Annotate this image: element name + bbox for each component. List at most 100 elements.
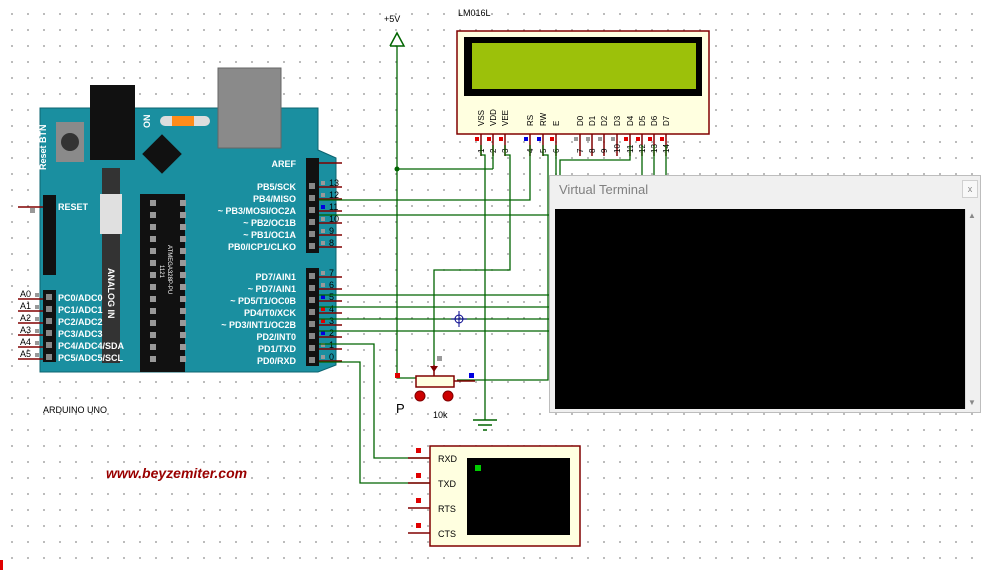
- analog-pin-number: A0: [20, 289, 31, 299]
- pot-dec-button[interactable]: [414, 390, 426, 402]
- analog-pin-socket: [46, 306, 52, 312]
- power-5v: +5V: [384, 14, 406, 47]
- red-marker: [0, 560, 3, 570]
- lcd-lm016l[interactable]: LM016L VSS1VDD2VEE3RS4RW5E6D07D18D29D310…: [456, 8, 710, 156]
- analog-pin-label: PC3/ADC3: [58, 329, 103, 339]
- chip-pin: [180, 260, 186, 266]
- chip-pin: [180, 248, 186, 254]
- lcd-pin-label: D2: [600, 115, 609, 126]
- reset-label: RESET: [58, 202, 89, 212]
- ground-symbol: [473, 419, 497, 431]
- digital-pin-number: 4: [329, 304, 334, 314]
- chip-pin: [150, 272, 156, 278]
- terminal-pin-marker: [416, 473, 421, 478]
- wire-junctions: [394, 166, 400, 172]
- digital-pin-socket: [309, 273, 315, 279]
- chip-pin: [150, 200, 156, 206]
- virtual-terminal-screen[interactable]: [555, 209, 967, 409]
- on-led-glow: [172, 116, 194, 126]
- chip-pin: [180, 320, 186, 326]
- terminal-pin-marker: [416, 448, 421, 453]
- analog-pin-socket: [46, 330, 52, 336]
- close-icon[interactable]: x: [962, 180, 978, 198]
- digital-pin-label: ~ PD3/INT1/OC2B: [221, 320, 296, 330]
- digital-pin-label: PD7/AIN1: [255, 272, 296, 282]
- pot-inc-button[interactable]: [442, 390, 454, 402]
- digital-pin-number: 1: [329, 340, 334, 350]
- digital-pin-marker: [321, 229, 325, 233]
- lcd-screen: [472, 43, 696, 89]
- lcd-pin-marker: [550, 137, 554, 141]
- terminal-cursor: [475, 465, 481, 471]
- lcd-pin-marker: [487, 137, 491, 141]
- analog-pin-label: PC0/ADC0: [58, 293, 103, 303]
- digital-pin-socket: [309, 231, 315, 237]
- digital-pin-marker: [321, 295, 325, 299]
- analog-pin-socket: [46, 318, 52, 324]
- digital-header-high: [306, 158, 319, 253]
- digital-header-low: [306, 268, 319, 366]
- analog-pin-number: A4: [20, 337, 31, 347]
- chip-pin: [180, 296, 186, 302]
- chip-pin: [150, 356, 156, 362]
- digital-pin-number: 13: [329, 178, 339, 188]
- scroll-down-icon[interactable]: ▼: [968, 398, 976, 407]
- digital-pin-label: ~ PD7/AIN1: [248, 284, 296, 294]
- lcd-pin-label: D0: [576, 115, 585, 126]
- chip-pin: [150, 296, 156, 302]
- lcd-pin-marker: [611, 137, 615, 141]
- digital-pin-label: ~ PB1/OC1A: [243, 230, 296, 240]
- analog-pin-socket: [46, 342, 52, 348]
- chip-pin: [150, 332, 156, 338]
- lcd-pin-label: VEE: [501, 110, 510, 126]
- chip-pin: [150, 236, 156, 242]
- reset-pin-marker: [30, 208, 35, 213]
- lcd-pin-label: D4: [626, 115, 635, 126]
- digital-pin-label: PB5/SCK: [257, 182, 297, 192]
- analog-pin-marker: [35, 293, 39, 297]
- terminal-pin-label: TXD: [438, 479, 457, 489]
- arduino-uno[interactable]: Reset BTN ON ANALOG IN 1121 ATMEGA328P-P…: [18, 67, 342, 415]
- digital-pin-socket: [309, 285, 315, 291]
- chip-pin: [180, 284, 186, 290]
- digital-pin-number: 11: [329, 202, 338, 212]
- atmega-chip: [140, 194, 185, 372]
- lcd-pin-marker: [537, 137, 541, 141]
- chip-pin: [150, 260, 156, 266]
- analog-pin-number: A1: [20, 301, 31, 311]
- analog-in-label: ANALOG IN: [106, 268, 116, 319]
- usb-connector: [217, 67, 282, 149]
- digital-pin-number: 12: [329, 190, 339, 200]
- analog-pin-number: A5: [20, 349, 31, 359]
- terminal-pin-label: RXD: [438, 454, 458, 464]
- analog-pin-marker: [35, 305, 39, 309]
- digital-pin-marker: [321, 307, 325, 311]
- terminal-pin-marker: [416, 498, 421, 503]
- potentiometer[interactable]: P 10k: [395, 356, 474, 420]
- analog-pin-marker: [35, 353, 39, 357]
- digital-pin-socket: [309, 309, 315, 315]
- terminal-screen: [467, 458, 570, 535]
- usb-ic: [142, 134, 182, 174]
- virtual-terminal-window[interactable]: Virtual Terminal x ▲ ▼: [549, 175, 981, 413]
- digital-pin-socket: [309, 345, 315, 351]
- lcd-title: LM016L: [458, 8, 491, 18]
- lcd-pin-label: RS: [526, 115, 535, 126]
- digital-pin-marker: [321, 355, 325, 359]
- scroll-up-icon[interactable]: ▲: [968, 211, 976, 220]
- digital-pin-socket: [309, 183, 315, 189]
- vertical-scrollbar[interactable]: ▲ ▼: [965, 209, 978, 409]
- chip-pin: [180, 224, 186, 230]
- reset-button[interactable]: [61, 133, 79, 151]
- analog-pin-marker: [35, 341, 39, 345]
- digital-pin-marker: [321, 331, 325, 335]
- lcd-pin-number: 7: [576, 148, 585, 153]
- digital-pin-socket: [309, 195, 315, 201]
- digital-pin-socket: [309, 243, 315, 249]
- digital-pin-label: PD2/INT0: [256, 332, 296, 342]
- lcd-pin-label: RW: [539, 112, 548, 126]
- chip-pin: [150, 284, 156, 290]
